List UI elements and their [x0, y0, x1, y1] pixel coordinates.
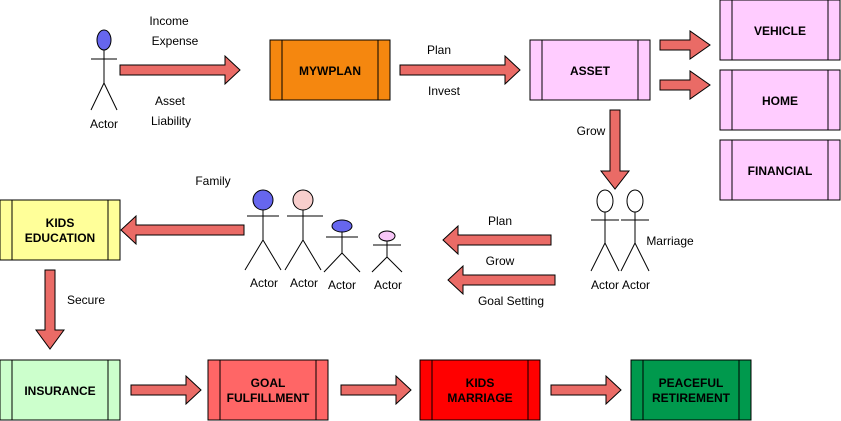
actor-label: Actor: [622, 278, 650, 292]
label-plan-top: Plan: [427, 43, 451, 57]
box-label: KIDS: [46, 216, 75, 230]
actor-head: [626, 189, 644, 213]
actor-label: Actor: [591, 278, 619, 292]
box-label: FULFILLMENT: [227, 391, 310, 405]
arrow-asset-to-home: [659, 70, 711, 100]
label-grow-mid: Grow: [486, 254, 515, 268]
box-label: GOAL: [251, 376, 286, 390]
actor-couple-1[interactable]: Actor: [590, 189, 620, 292]
actor-head: [378, 230, 396, 242]
arrow-education-to-insurance: [35, 269, 65, 350]
arrow-family-to-education: [120, 214, 245, 246]
actor-label: Actor: [328, 278, 356, 292]
label-expense: Expense: [152, 34, 199, 48]
box-label: FINANCIAL: [748, 164, 813, 178]
box-insurance[interactable]: INSURANCE: [0, 359, 121, 421]
box-label: HOME: [762, 94, 798, 108]
box-label: EDUCATION: [25, 231, 95, 245]
label-family: Family: [195, 174, 230, 188]
actor-head: [292, 189, 314, 211]
box-vehicle[interactable]: VEHICLE: [719, 0, 841, 61]
arrow-insurance-to-goal: [130, 374, 202, 406]
box-mywplan[interactable]: MYWPLAN: [269, 39, 391, 101]
arrow-mywplan-to-asset: [399, 54, 521, 86]
label-income: Income: [149, 14, 189, 28]
actor-family-4[interactable]: Actor: [371, 230, 403, 292]
box-asset[interactable]: ASSET: [529, 39, 651, 101]
actor-couple-2[interactable]: Actor: [620, 189, 650, 292]
box-peaceful-retirement[interactable]: PEACEFUL RETIREMENT: [630, 359, 752, 421]
box-label: PEACEFUL: [659, 376, 724, 390]
label-goal-setting: Goal Setting: [478, 294, 544, 308]
label-invest: Invest: [428, 84, 461, 98]
box-label: MARRIAGE: [447, 391, 512, 405]
box-label: ASSET: [570, 64, 611, 78]
actor-label: Actor: [290, 276, 318, 290]
actor-head: [96, 29, 112, 51]
arrow-grow-left: [447, 264, 556, 296]
actor-family-1[interactable]: Actor: [244, 189, 282, 290]
box-kids-marriage[interactable]: KIDS MARRIAGE: [419, 359, 541, 421]
arrow-asset-to-couple: [599, 109, 631, 190]
box-home[interactable]: HOME: [719, 69, 841, 131]
actor-head: [252, 189, 274, 211]
label-marriage: Marriage: [646, 234, 694, 248]
actor-label: Actor: [250, 276, 278, 290]
box-label: KIDS: [466, 376, 495, 390]
label-liability: Liability: [151, 114, 191, 128]
actor-label: Actor: [90, 117, 118, 131]
actor-main[interactable]: Actor: [90, 29, 118, 131]
arrow-goal-to-marriage: [340, 374, 412, 406]
actor-family-3[interactable]: Actor: [323, 219, 361, 292]
box-label: VEHICLE: [754, 24, 806, 38]
arrow-marriage-to-retirement: [550, 374, 622, 406]
arrow-plan-left: [442, 224, 552, 256]
box-kids-education[interactable]: KIDS EDUCATION: [0, 199, 121, 261]
arrow-actor-to-mywplan: [119, 54, 241, 86]
label-grow-down: Grow: [577, 124, 606, 138]
label-asset: Asset: [155, 94, 186, 108]
label-plan-mid: Plan: [488, 214, 512, 228]
actor-family-2[interactable]: Actor: [284, 189, 323, 290]
box-financial[interactable]: FINANCIAL: [719, 139, 841, 201]
box-goal-fulfillment[interactable]: GOAL FULFILLMENT: [207, 359, 329, 421]
box-label: INSURANCE: [24, 384, 95, 398]
label-secure: Secure: [67, 293, 105, 307]
box-label: RETIREMENT: [652, 391, 731, 405]
arrow-asset-to-vehicle: [659, 30, 711, 60]
actor-label: Actor: [374, 278, 402, 292]
box-label: MYWPLAN: [299, 64, 361, 78]
actor-head: [596, 189, 614, 213]
actor-head: [331, 219, 353, 233]
